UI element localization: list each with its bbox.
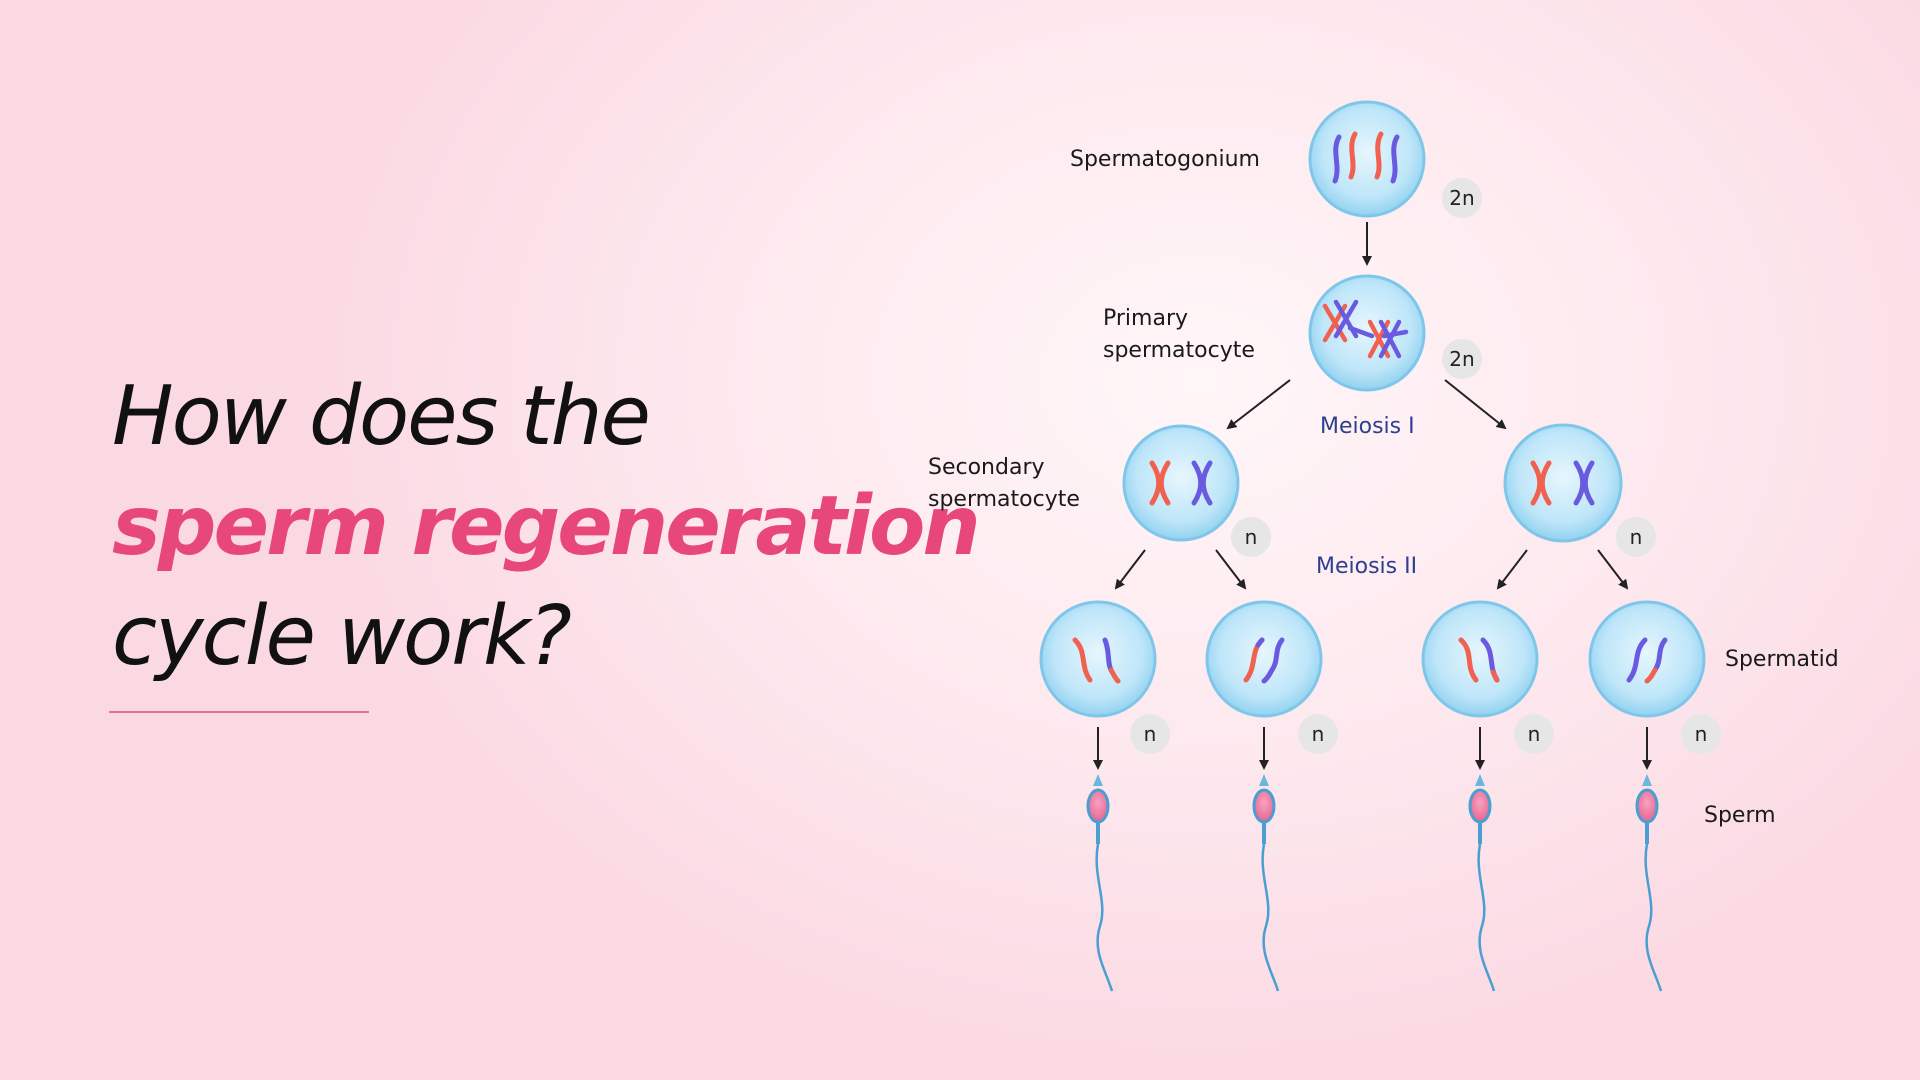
chromosomes-spermatogonium: [1332, 131, 1400, 184]
ploidy-badges: 2n 2n n n n n n n: [1130, 178, 1721, 754]
svg-text:n: n: [1245, 525, 1258, 549]
label-meiosis-1: Meiosis I: [1320, 414, 1415, 439]
cell-spermatid-4: [1588, 600, 1706, 718]
svg-text:n: n: [1630, 525, 1643, 549]
cell-spermatid-2: [1205, 600, 1323, 718]
headline-highlight: sperm regeneration: [112, 479, 981, 574]
cell-spermatid-1: [1039, 600, 1157, 718]
cell-secondary-spermatocyte-right: [1503, 423, 1623, 543]
ploidy-badge-spermatid-2: n: [1298, 714, 1338, 754]
arrow-to-spermatid-4: [1597, 549, 1629, 590]
arrow-to-secondary-left: [1226, 379, 1291, 430]
headline-line-3: cycle work?: [112, 589, 572, 684]
ploidy-badge-secondary-left: n: [1231, 517, 1271, 557]
headline-line-1: How does the: [112, 369, 651, 464]
label-spermatogonium: Spermatogonium: [1070, 147, 1260, 172]
ploidy-badge-primary: 2n: [1442, 339, 1482, 379]
headline: How does the sperm regeneration cycle wo…: [112, 362, 981, 692]
cell-secondary-spermatocyte-left: [1122, 424, 1240, 542]
sperm-1: [1086, 772, 1114, 993]
ploidy-badge-spermatid-3: n: [1514, 714, 1554, 754]
sperm-3: [1468, 772, 1496, 993]
arrows: [1093, 222, 1652, 770]
label-primary-line-2: spermatocyte: [1103, 338, 1255, 363]
ploidy-badge-spermatogonium: 2n: [1442, 178, 1482, 218]
label-secondary-line-2: spermatocyte: [928, 487, 1080, 512]
label-spermatid: Spermatid: [1725, 647, 1839, 672]
arrow-to-spermatid-3: [1496, 549, 1528, 590]
svg-text:n: n: [1144, 722, 1157, 746]
cell-primary-spermatocyte: [1308, 274, 1426, 392]
svg-text:2n: 2n: [1449, 347, 1474, 371]
arrow-to-spermatid-1: [1114, 549, 1146, 590]
chromosomes-primary: [1322, 299, 1409, 359]
label-meiosis-2: Meiosis II: [1316, 554, 1417, 579]
label-secondary-line-1: Secondary: [928, 455, 1045, 480]
ploidy-badge-spermatid-4: n: [1681, 714, 1721, 754]
svg-text:n: n: [1695, 722, 1708, 746]
sperm-4: [1635, 772, 1663, 993]
svg-text:2n: 2n: [1449, 186, 1474, 210]
arrow-to-secondary-right: [1444, 379, 1507, 430]
headline-underline: [109, 711, 369, 713]
ploidy-badge-secondary-right: n: [1616, 517, 1656, 557]
arrow-to-spermatid-2: [1215, 549, 1247, 590]
ploidy-badge-spermatid-1: n: [1130, 714, 1170, 754]
label-primary-line-1: Primary: [1103, 306, 1188, 331]
svg-text:n: n: [1312, 722, 1325, 746]
cell-spermatid-3: [1421, 600, 1539, 718]
label-sperm: Sperm: [1704, 803, 1776, 828]
sperm-2: [1252, 772, 1280, 993]
svg-text:n: n: [1528, 722, 1541, 746]
cell-spermatogonium: [1308, 100, 1426, 218]
